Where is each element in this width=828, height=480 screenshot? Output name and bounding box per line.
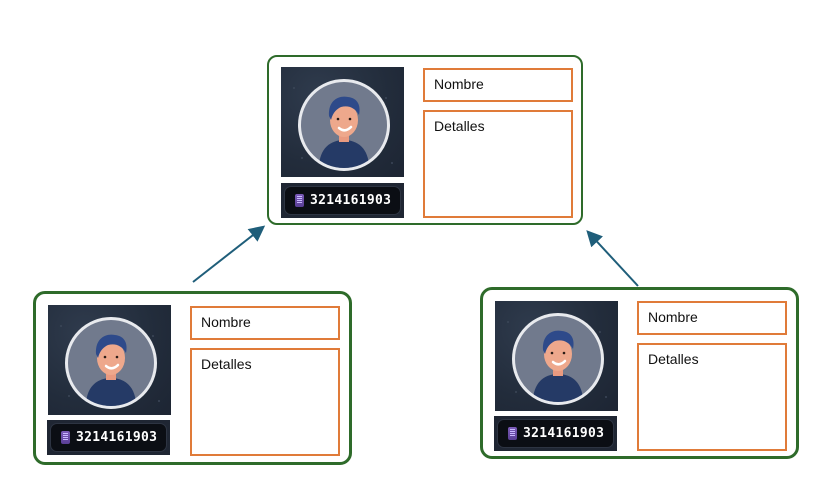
- phone-number: 3214161903: [76, 430, 158, 445]
- name-field[interactable]: Nombre: [423, 68, 573, 102]
- details-field[interactable]: Detalles: [423, 110, 573, 218]
- phone-bar: 3214161903: [47, 420, 170, 455]
- phone-pill[interactable]: 3214161903: [50, 423, 167, 452]
- avatar: [298, 79, 390, 171]
- avatar-icon: [319, 96, 369, 168]
- phone-icon: [508, 427, 517, 440]
- phone-bar: 3214161903: [281, 183, 404, 218]
- phone-bar: 3214161903: [494, 416, 617, 451]
- name-field[interactable]: Nombre: [637, 301, 787, 335]
- details-field[interactable]: Detalles: [637, 343, 787, 451]
- phone-number: 3214161903: [310, 193, 392, 208]
- avatar-panel: [281, 67, 404, 177]
- avatar: [65, 317, 157, 409]
- phone-pill[interactable]: 3214161903: [284, 186, 401, 215]
- name-field[interactable]: Nombre: [190, 306, 340, 340]
- phone-number: 3214161903: [523, 426, 605, 441]
- avatar-panel: [48, 305, 171, 415]
- arrow-right-to-top: [586, 230, 639, 287]
- phone-icon: [295, 194, 304, 207]
- details-field[interactable]: Detalles: [190, 348, 340, 456]
- phone-icon: [61, 431, 70, 444]
- contact-card-right: 3214161903 Nombre Detalles: [480, 287, 799, 459]
- avatar-panel: [495, 301, 618, 411]
- avatar-icon: [533, 330, 583, 402]
- arrow-left-to-top: [192, 225, 266, 283]
- phone-pill[interactable]: 3214161903: [497, 419, 614, 448]
- avatar: [512, 313, 604, 405]
- contact-card-top: 3214161903 Nombre Detalles: [267, 55, 583, 225]
- avatar-icon: [86, 334, 136, 406]
- contact-card-left: 3214161903 Nombre Detalles: [33, 291, 352, 465]
